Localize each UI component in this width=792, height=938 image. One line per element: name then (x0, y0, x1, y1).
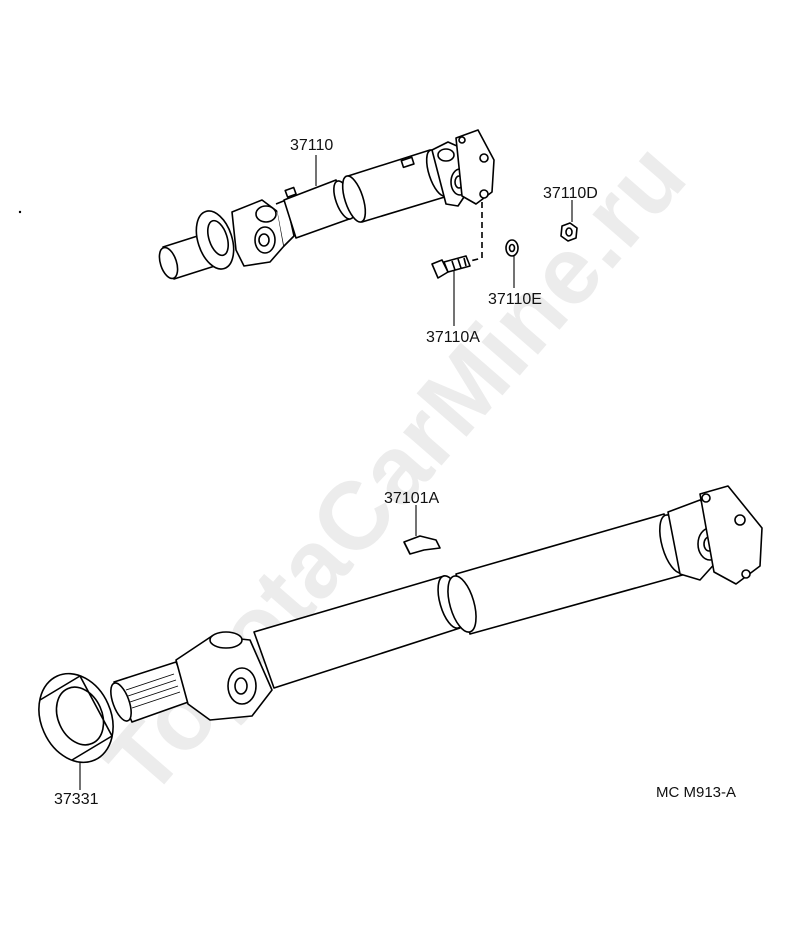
bolt-part (431, 255, 471, 279)
leader-lines (79, 155, 573, 790)
upper-propeller-shaft (158, 129, 495, 280)
label-37331: 37331 (54, 791, 99, 808)
label-37110: 37110 (290, 137, 334, 154)
label-37101A: 37101A (384, 490, 440, 507)
lower-propeller-shaft (38, 485, 763, 764)
label-37110D: 37110D (543, 185, 598, 202)
nut-part (560, 222, 578, 242)
sleeve-part (403, 535, 441, 555)
diagram-code: MC M913-A (656, 784, 737, 801)
assembly-dash-line (469, 202, 483, 262)
label-37110E: 37110E (488, 291, 542, 308)
stray-dot (18, 210, 22, 214)
label-37110A: 37110A (426, 329, 480, 346)
washer-part (505, 239, 519, 257)
